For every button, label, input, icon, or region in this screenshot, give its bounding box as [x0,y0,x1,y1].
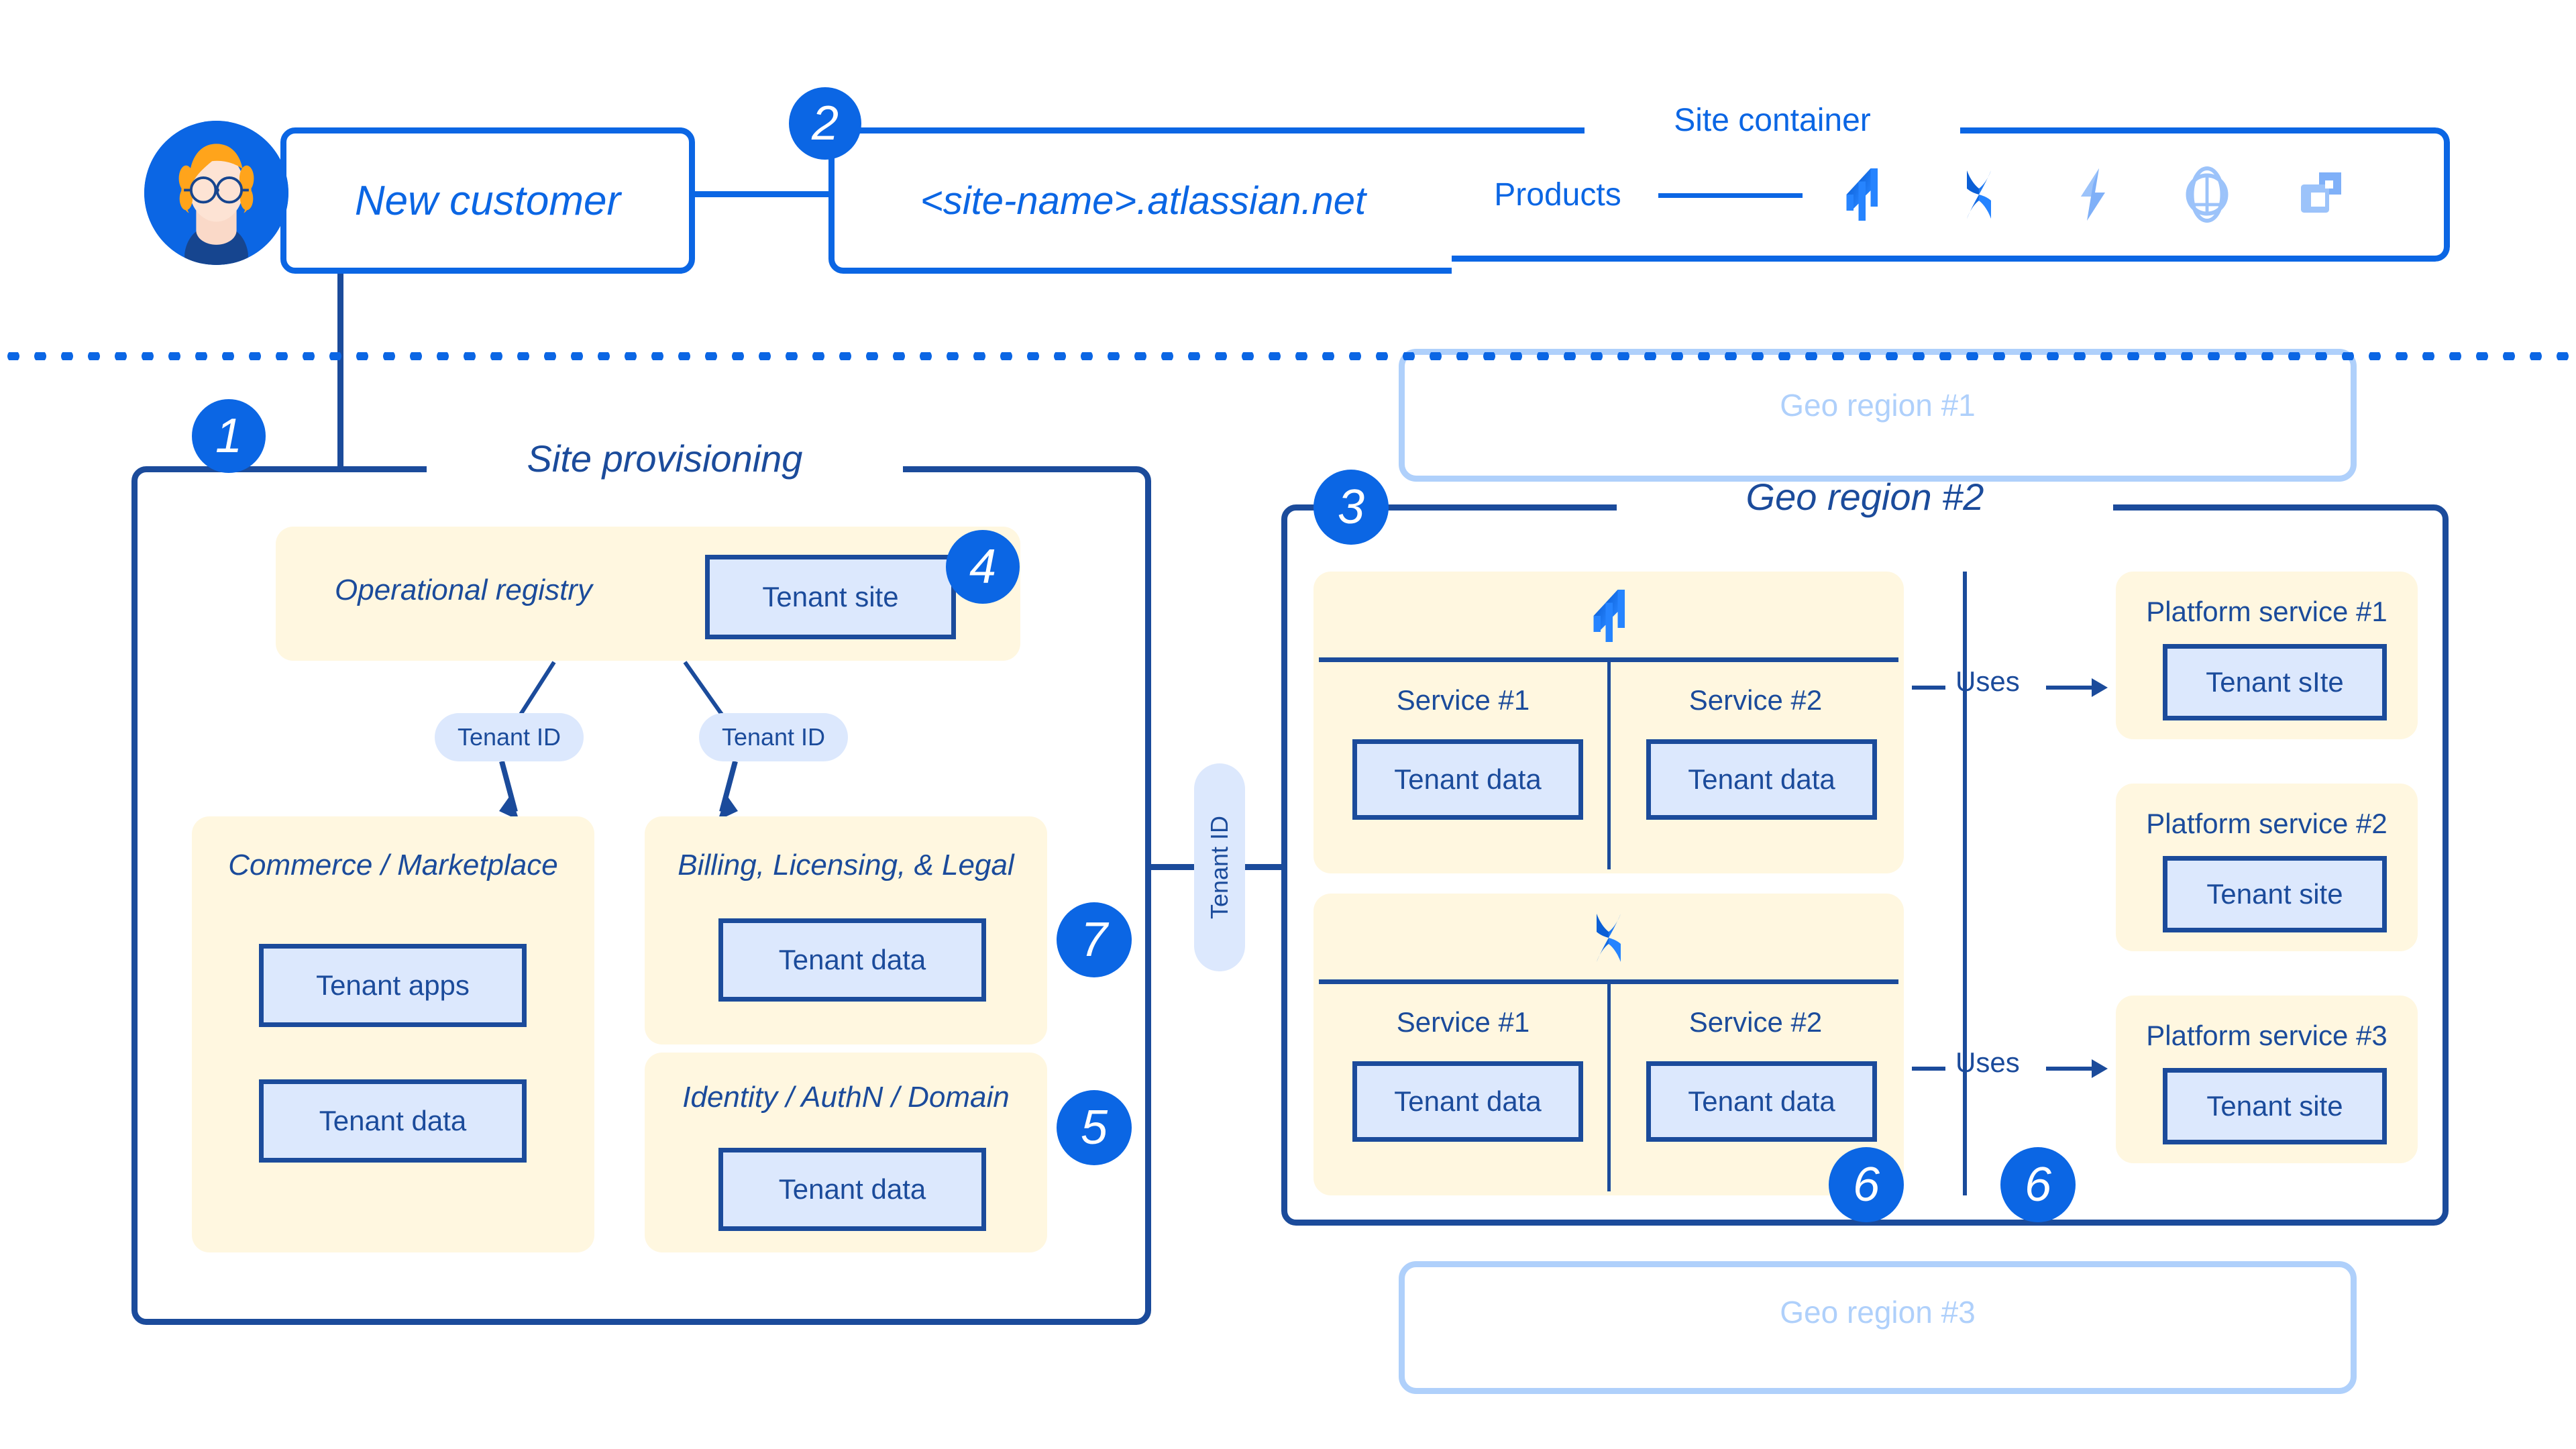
commerce-tenant-apps-box[interactable]: Tenant apps [259,944,527,1027]
step-badge-4: 4 [946,530,1020,604]
geo-region-3-label: Geo region #3 [1780,1295,1976,1330]
site-provisioning-title-gap [427,456,903,474]
platform-service-3-panel: Platform service #3 Tenant site [2116,996,2418,1163]
registry-tenant-site-box[interactable]: Tenant site [705,555,956,639]
billing-licensing-legal-panel: Billing, Licensing, & Legal Tenant data [645,816,1047,1044]
uses-label-bottom: Uses [1955,1046,2020,1078]
step-badge-1: 1 [192,399,266,473]
uses-line-bottom-right [2046,1067,2093,1071]
confluence-icon [1576,906,1641,970]
new-customer-box[interactable]: New customer [280,127,695,274]
service-label-2: Service #2 [1688,684,1823,716]
geo2-internal-divider [1963,572,1967,1195]
platform-service-3-tenant-box[interactable]: Tenant site [2163,1068,2387,1144]
billing-tenant-data-box[interactable]: Tenant data [718,918,986,1002]
platform-service-2-panel: Platform service #2 Tenant site [2116,784,2418,951]
geo-region-1-label: Geo region #1 [1780,388,1976,423]
uses-line-top-right [2046,686,2093,690]
identity-label: Identity / AuthN / Domain [682,1081,1010,1114]
step-badge-3: 3 [1313,470,1389,545]
uses-arrow-top [2092,678,2108,697]
step-badge-6-left: 6 [1829,1147,1904,1222]
commerce-tenant-data-box[interactable]: Tenant data [259,1079,527,1163]
jira-icon [1829,162,1894,227]
step-badge-5: 5 [1057,1090,1132,1165]
platform-service-2-tenant-box[interactable]: Tenant site [2163,856,2387,932]
billing-label: Billing, Licensing, & Legal [678,849,1014,881]
commerce-marketplace-panel: Commerce / Marketplace Tenant apps Tenan… [192,816,594,1252]
uses-arrow-bottom [2092,1059,2108,1078]
uses-line-top-left [1912,686,1945,690]
bridge-tenant-id-label: Tenant ID [1205,815,1233,920]
service-column-divider [1607,660,1611,869]
platform-service-1-panel: Platform service #1 Tenant sIte [2116,572,2418,739]
operational-registry-panel: Operational registry Tenant site [276,527,1020,661]
step-badge-7: 7 [1057,902,1132,977]
step-badge-2: 2 [789,87,861,160]
platform-service-1-tenant-box[interactable]: Tenant sIte [2163,644,2387,720]
new-customer-label: New customer [354,177,621,224]
jira-service-management-icon [2061,162,2125,227]
confluence-icon [1947,162,2011,227]
jira-icon [1576,584,1641,648]
service-label-1: Service #1 [1396,1006,1530,1038]
platform-service-1-title: Platform service #1 [2146,596,2387,627]
site-provisioning-frame: Site provisioning Operational registry T… [131,437,1151,1325]
platform-service-3-title: Platform service #3 [2146,1020,2387,1051]
operational-registry-label: Operational registry [335,574,592,606]
connector-customer-to-site [683,191,830,197]
service-2-tenant-data-box[interactable]: Tenant data [1646,1061,1877,1142]
product-group-jira: Service #1 Tenant data Service #2 Tenant… [1313,572,1904,873]
connector-customer-to-provisioning [337,262,343,470]
step-badge-6-right: 6 [2000,1147,2076,1222]
identity-tenant-data-box[interactable]: Tenant data [718,1148,986,1231]
service-column-divider [1607,982,1611,1191]
service-2-tenant-data-box[interactable]: Tenant data [1646,739,1877,820]
commerce-marketplace-label: Commerce / Marketplace [228,849,558,881]
service-label-2: Service #2 [1688,1006,1823,1038]
compass-icon [2175,162,2239,227]
geo-region-1-frame: Geo region #1 [1399,349,2357,482]
geo-region-2-title-gap [1617,494,2113,512]
product-group-divider [1319,657,1898,662]
uses-label-top: Uses [1955,665,2020,697]
products-rule [1658,193,1803,198]
tenant-id-pill-right: Tenant ID [699,713,848,761]
site-provisioning-title: Site provisioning [527,437,803,480]
site-container-title: Site container [1674,102,1871,138]
service-label-1: Service #1 [1396,684,1530,716]
geo-region-2-frame: Geo region #2 Service #1 Tenant data Ser… [1281,476,2449,1226]
identity-authn-domain-panel: Identity / AuthN / Domain Tenant data [645,1053,1047,1252]
customer-avatar [144,121,288,265]
service-1-tenant-data-box[interactable]: Tenant data [1352,739,1583,820]
bridge-tenant-id-pill: Tenant ID [1194,763,1245,971]
site-container-frame: Site container Products [1440,103,2450,262]
uses-line-bottom-left [1912,1067,1945,1071]
environment-divider [0,352,2576,360]
platform-service-2-title: Platform service #2 [2146,808,2387,839]
product-group-divider [1319,979,1898,984]
product-group-confluence: Service #1 Tenant data Service #2 Tenant… [1313,894,1904,1195]
site-container-title-gap [1585,117,1960,133]
geo-region-2-title: Geo region #2 [1746,475,1984,518]
statuspage-icon [2289,162,2353,227]
site-name-label: <site-name>.atlassian.net [920,178,1366,223]
geo-region-3-frame: Geo region #3 [1399,1261,2357,1394]
service-1-tenant-data-box[interactable]: Tenant data [1352,1061,1583,1142]
products-label: Products [1494,176,1621,213]
site-name-box[interactable]: <site-name>.atlassian.net [828,127,1452,274]
tenant-id-pill-left: Tenant ID [435,713,584,761]
